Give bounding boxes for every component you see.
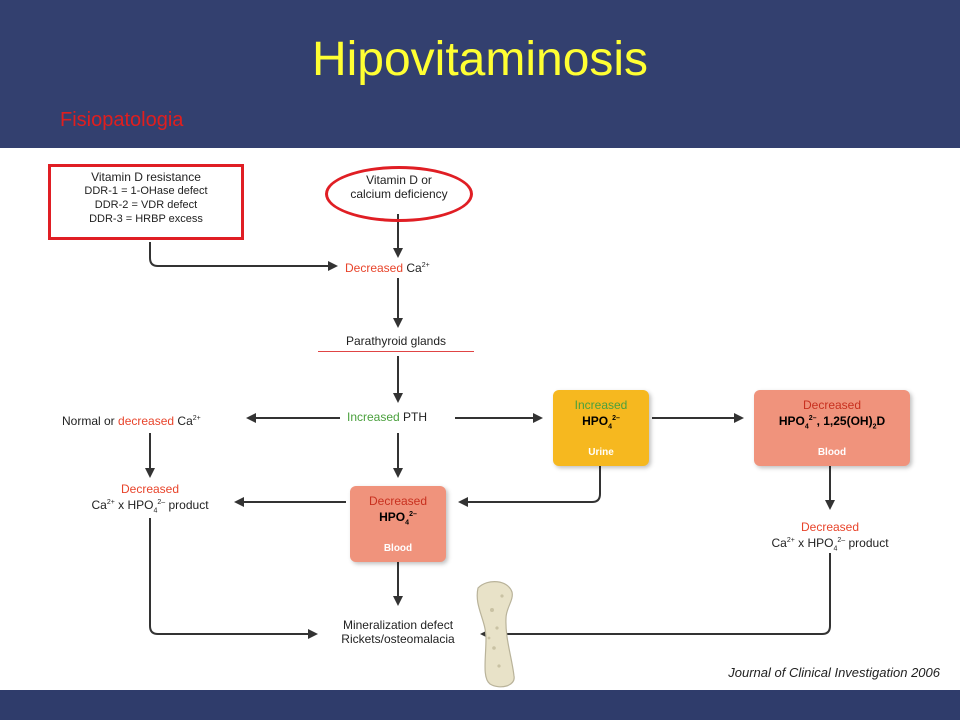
product-right-suffix: product bbox=[845, 536, 889, 550]
normal-ca-sup: 2+ bbox=[192, 415, 201, 422]
blood-right-text-b: , 1,25(OH) bbox=[816, 414, 873, 428]
product-right-x: x HPO bbox=[794, 536, 834, 550]
slide-title: Hipovitaminosis bbox=[311, 33, 649, 86]
blood-center-word: Decreased bbox=[368, 494, 428, 508]
vitd-resistance-block: Vitamin D resistance DDR-1 = 1-OHase def… bbox=[50, 170, 242, 226]
product-left-suffix: product bbox=[165, 498, 209, 512]
product-right-sup: 2– bbox=[837, 537, 846, 544]
product-left-sub: 4 bbox=[153, 507, 158, 515]
highlight-ellipse bbox=[325, 166, 473, 222]
normal-ca-label: Normal or decreased Ca2+ bbox=[62, 412, 201, 428]
normal-ca-prefix: Normal or bbox=[62, 414, 115, 428]
mineralization-line1: Mineralization defect bbox=[342, 618, 454, 632]
parathyroid-label: Parathyroid glands bbox=[345, 334, 447, 348]
product-right-ca: Ca bbox=[771, 536, 787, 550]
decreased-ca-text: Ca bbox=[406, 261, 422, 275]
product-right-word: Decreased bbox=[800, 520, 860, 534]
mineralization-line2: Rickets/osteomalacia bbox=[341, 632, 455, 646]
urine-box-text: HPO bbox=[582, 414, 609, 428]
product-left-ca: Ca bbox=[91, 498, 107, 512]
product-left-label: Decreased Ca2+ x HPO42– product bbox=[70, 482, 230, 518]
blood-center-sub: 4 bbox=[405, 519, 410, 527]
product-left-ca-sup: 2+ bbox=[106, 499, 115, 506]
blood-center-foot: Blood bbox=[383, 543, 413, 554]
slide-header: Hipovitaminosis Fisiopatologia bbox=[0, 0, 960, 148]
blood-right-sup-a: 2– bbox=[808, 415, 817, 422]
blood-right-text-a: HPO bbox=[778, 414, 805, 428]
mineralization-block: Mineralization defect Rickets/osteomalac… bbox=[320, 618, 476, 646]
urine-box-sub: 4 bbox=[608, 423, 613, 431]
product-left-x: x HPO bbox=[114, 498, 154, 512]
diagram-connectors bbox=[145, 214, 835, 688]
urine-box-sup: 2– bbox=[612, 415, 620, 422]
vitd-resistance-title: Vitamin D resistance bbox=[91, 170, 201, 184]
product-right-ca-sup: 2+ bbox=[786, 537, 795, 544]
normal-ca-word: decreased bbox=[118, 414, 175, 428]
vitd-deficiency-line1: Vitamin D or bbox=[366, 173, 432, 187]
product-right-sub: 4 bbox=[833, 545, 838, 553]
blood-right-sub-b: 2 bbox=[872, 423, 877, 431]
blood-right-sub-a: 4 bbox=[804, 423, 809, 431]
ddr-1-label: DDR-1 = 1-OHase defect bbox=[84, 185, 208, 197]
blood-right-text-c: D bbox=[876, 414, 886, 428]
vitd-deficiency-line2: calcium deficiency bbox=[350, 187, 448, 201]
increased-pth-text: PTH bbox=[403, 410, 428, 424]
urine-box: Increased HPO42– Urine bbox=[553, 390, 649, 466]
bone-illustration bbox=[476, 581, 515, 688]
arrow-resistance-to-ca bbox=[149, 242, 338, 271]
urine-box-foot: Urine bbox=[588, 447, 614, 458]
urine-box-word: Increased bbox=[574, 398, 628, 412]
product-left-sup: 2– bbox=[157, 499, 166, 506]
slide-subtitle: Fisiopatologia bbox=[60, 109, 184, 131]
decreased-ca-sup: 2+ bbox=[421, 262, 430, 269]
increased-pth-label: Increased PTH bbox=[347, 410, 427, 424]
increased-pth-word: Increased bbox=[347, 410, 400, 424]
blood-center-text: HPO bbox=[379, 510, 406, 524]
vitd-deficiency-block: Vitamin D or calcium deficiency bbox=[325, 173, 473, 201]
blood-box-center: Decreased HPO42– Blood bbox=[350, 486, 446, 562]
parathyroid-underline bbox=[318, 351, 474, 352]
citation: Journal of Clinical Investigation 2006 bbox=[728, 665, 940, 680]
blood-right-word: Decreased bbox=[802, 398, 862, 412]
slide-footer bbox=[0, 690, 960, 720]
decreased-ca-label: Decreased Ca2+ bbox=[345, 259, 430, 275]
blood-center-sup: 2– bbox=[409, 511, 417, 518]
arrow-urine-to-blood-center bbox=[458, 466, 601, 507]
blood-right-foot: Blood bbox=[817, 447, 847, 458]
arrow-product-right-to-mineralization bbox=[480, 553, 831, 639]
ddr-3-label: DDR-3 = HRBP excess bbox=[89, 213, 203, 225]
pathophysiology-diagram: Vitamin D resistance DDR-1 = 1-OHase def… bbox=[0, 148, 960, 690]
blood-box-right: Decreased HPO42–, 1,25(OH)2D Blood bbox=[754, 390, 910, 466]
highlight-rectangle bbox=[48, 164, 244, 240]
ddr-2-label: DDR-2 = VDR defect bbox=[94, 199, 198, 211]
product-left-word: Decreased bbox=[120, 482, 180, 496]
decreased-ca-word: Decreased bbox=[345, 261, 404, 275]
normal-ca-text: Ca bbox=[177, 414, 193, 428]
arrow-product-left-to-mineralization bbox=[149, 518, 318, 639]
product-right-label: Decreased Ca2+ x HPO42– product bbox=[750, 520, 910, 556]
